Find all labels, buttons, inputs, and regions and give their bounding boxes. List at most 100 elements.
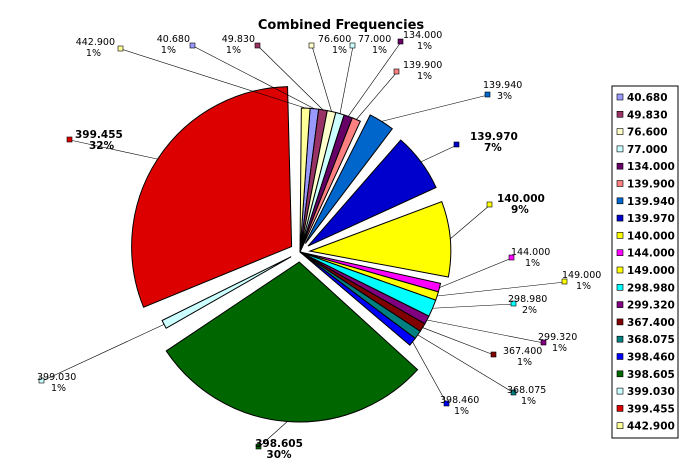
slice-label-76-600: 76.600 <box>318 34 351 45</box>
label-marker-139-900 <box>393 68 400 75</box>
slice-label-139-970: 139.970 <box>470 131 518 143</box>
legend-swatch-134-000 <box>616 162 624 170</box>
slice-label-367-400: 367.400 <box>503 346 542 357</box>
legend-swatch-298-980 <box>616 283 624 291</box>
legend-swatch-144-000 <box>616 249 624 256</box>
slice-label-399-030: 399.030 <box>37 372 76 383</box>
legend-swatch-77-000 <box>616 145 624 153</box>
leader-line-139-940 <box>381 94 489 122</box>
pie-slice-140-000 <box>308 200 452 278</box>
slice-label-149-000: 149.000 <box>562 270 601 281</box>
slice-label-398-605: 398.605 <box>255 438 303 450</box>
slice-percent-144-000: 1% <box>525 258 540 269</box>
slice-percent-134-000: 1% <box>417 41 432 52</box>
slice-label-139-940: 139.940 <box>483 80 522 91</box>
leader-line-76-600 <box>311 45 332 112</box>
slice-percent-139-970: 7% <box>484 142 502 154</box>
slice-percent-399-455: 32% <box>89 140 115 152</box>
slice-label-49-830: 49.830 <box>222 34 255 45</box>
slice-label-140-000: 140.000 <box>497 193 545 205</box>
legend-entry-144-000: 144.000 <box>627 248 675 260</box>
legend-entry-139-900: 139.900 <box>627 179 675 191</box>
leader-line-298-980 <box>432 303 515 309</box>
label-marker-298-980 <box>510 300 517 307</box>
label-marker-76-600 <box>308 42 315 49</box>
slice-label-299-320: 299.320 <box>538 332 577 343</box>
label-marker-368-075 <box>510 389 517 396</box>
legend-swatch-299-320 <box>616 301 624 308</box>
legend-entry-398-605: 398.605 <box>627 369 675 381</box>
leader-line-398-605 <box>258 421 288 448</box>
pie-slice-399-455 <box>131 86 293 308</box>
label-marker-140-000 <box>486 201 493 208</box>
legend-swatch-368-075 <box>616 335 624 343</box>
leader-line-140-000 <box>450 204 491 240</box>
legend-swatch-49-830 <box>616 111 624 118</box>
leader-line-144-000 <box>439 257 513 288</box>
label-marker-49-830 <box>254 42 261 49</box>
label-marker-144-000 <box>508 254 515 261</box>
slice-percent-149-000: 1% <box>576 281 591 292</box>
legend-entry-140-000: 140.000 <box>627 230 675 242</box>
legend-swatch-40-680 <box>616 93 624 101</box>
slice-label-368-075: 368.075 <box>507 385 546 396</box>
slice-percent-368-075: 1% <box>521 396 536 407</box>
slice-percent-76-600: 1% <box>332 45 347 56</box>
slice-percent-139-940: 3% <box>497 91 512 102</box>
slice-label-134-000: 134.000 <box>403 30 442 41</box>
slice-percent-442-900: 1% <box>86 48 101 59</box>
legend-entry-299-320: 299.320 <box>627 300 675 312</box>
slice-percent-298-980: 2% <box>522 305 537 316</box>
leader-line-399-030 <box>41 324 165 382</box>
legend-entry-40-680: 40.680 <box>627 92 668 104</box>
slice-percent-40-680: 1% <box>161 45 176 56</box>
legend-entry-77-000: 77.000 <box>627 144 668 156</box>
legend-swatch-399-455 <box>616 405 624 412</box>
legend-entry-139-940: 139.940 <box>627 196 675 208</box>
label-marker-398-460 <box>443 400 450 407</box>
slice-label-40-680: 40.680 <box>157 34 190 45</box>
label-marker-139-940 <box>484 91 491 98</box>
leader-line-368-075 <box>417 334 515 394</box>
label-marker-398-605 <box>255 443 262 450</box>
legend-swatch-367-400 <box>616 318 624 326</box>
legend-entry-367-400: 367.400 <box>627 317 675 329</box>
legend-entry-134-000: 134.000 <box>627 161 675 173</box>
label-marker-139-970 <box>453 141 460 148</box>
leader-line-299-320 <box>426 319 545 344</box>
legend-swatch-442-900 <box>616 422 624 430</box>
legend-swatch-139-900 <box>616 180 624 187</box>
label-marker-442-900 <box>117 45 124 52</box>
legend-swatch-398-605 <box>616 370 624 378</box>
leader-line-139-900 <box>356 71 398 120</box>
pie-slice-139-970 <box>307 139 437 247</box>
slice-label-398-460: 398.460 <box>440 395 479 406</box>
legend-entry-76-600: 76.600 <box>627 127 668 139</box>
legend-entry-49-830: 49.830 <box>627 109 668 121</box>
label-marker-134-000 <box>397 38 404 45</box>
leader-line-49-830 <box>257 45 324 111</box>
leader-line-134-000 <box>348 41 402 117</box>
slice-label-442-900: 442.900 <box>76 37 115 48</box>
legend-swatch-398-460 <box>616 353 624 360</box>
legend-swatch-139-940 <box>616 197 624 205</box>
leader-line-40-680 <box>192 45 315 109</box>
slice-percent-367-400: 1% <box>517 357 532 368</box>
label-marker-77-000 <box>349 42 356 49</box>
legend-entry-399-030: 399.030 <box>627 386 675 398</box>
pie-slice-398-605 <box>165 261 419 423</box>
legend-entry-368-075: 368.075 <box>627 334 675 346</box>
legend-swatch-399-030 <box>616 387 624 395</box>
legend-swatch-76-600 <box>616 128 624 135</box>
leader-line-442-900 <box>120 48 306 109</box>
legend-entry-398-460: 398.460 <box>627 352 675 364</box>
label-marker-149-000 <box>561 278 568 285</box>
leader-line-398-460 <box>412 341 448 405</box>
slice-percent-398-605: 30% <box>266 449 292 461</box>
label-marker-399-030 <box>38 377 45 384</box>
slice-label-144-000: 144.000 <box>511 247 550 258</box>
leader-line-367-400 <box>422 327 495 356</box>
slice-percent-77-000: 1% <box>372 45 387 56</box>
